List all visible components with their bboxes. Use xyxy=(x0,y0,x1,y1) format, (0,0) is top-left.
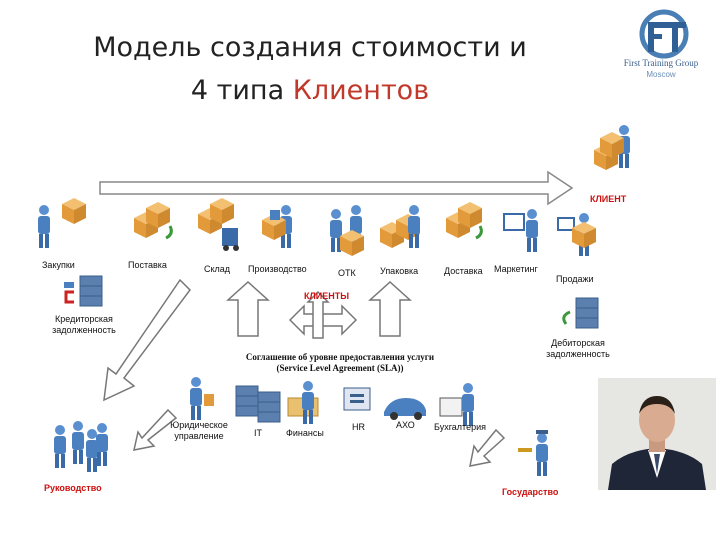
logo-text: First Training Group xyxy=(623,58,699,68)
label-debtor: Дебиторская задолженность xyxy=(546,338,610,359)
label-proizvodstvo: Производство xyxy=(248,264,307,274)
creditor-figure xyxy=(64,275,103,307)
label-government: Государство xyxy=(502,487,559,497)
chain-proizvodstvo xyxy=(262,205,292,248)
support-hr xyxy=(343,387,371,411)
management-figures xyxy=(54,421,108,472)
support-accounting xyxy=(439,383,474,426)
label-accounting: Бухгалтерия xyxy=(434,422,486,432)
label-zakupki: Закупки xyxy=(42,260,75,270)
chain-sklad xyxy=(198,198,239,251)
label-hr: HR xyxy=(352,422,365,432)
label-upakovka: Упаковка xyxy=(380,266,419,276)
label-management: Руководство xyxy=(44,483,102,493)
debtor-figure xyxy=(562,297,599,329)
chain-upakovka xyxy=(380,205,420,248)
ftg-logo xyxy=(639,9,696,59)
slide-title: Модель создания стоимости и 4 типа Клиен… xyxy=(40,26,580,112)
top-flow-arrow xyxy=(99,170,574,206)
support-it xyxy=(235,385,281,423)
label-legal: Юридическое управление xyxy=(170,420,228,441)
label-dostavka: Доставка xyxy=(444,266,483,276)
label-clients-center: КЛИЕНТЫ xyxy=(304,291,350,301)
arrow-to-government xyxy=(469,428,506,467)
label-postavka: Поставка xyxy=(128,260,167,270)
support-finance xyxy=(287,381,319,424)
label-finance: Финансы xyxy=(286,428,324,438)
title-prefix: 4 типа xyxy=(190,75,293,106)
chain-zakupki xyxy=(38,198,86,248)
presenter-photo xyxy=(598,378,716,490)
sla-text: Соглашение об уровне предоставления услу… xyxy=(200,352,480,374)
label-marketing: Маркетинг xyxy=(494,264,538,274)
chain-dostavka xyxy=(446,202,483,240)
arrow-support-to-management xyxy=(133,408,178,451)
label-creditor: Кредиторская задолженность xyxy=(52,314,116,335)
portrait-illustration xyxy=(598,378,716,490)
title-line-2: 4 типа Клиентов xyxy=(40,69,580,112)
title-line-1: Модель создания стоимости и xyxy=(93,32,527,63)
label-it: IT xyxy=(254,428,262,438)
label-otk: ОТК xyxy=(338,268,356,278)
sla-line-2: (Service Level Agreement (SLA)) xyxy=(276,363,404,373)
chain-marketing xyxy=(503,209,538,252)
title-accent: Клиентов xyxy=(292,75,430,106)
arrow-to-management xyxy=(103,278,191,402)
center-arrows xyxy=(226,280,412,339)
label-aho: АХО xyxy=(396,420,415,430)
government-figure xyxy=(518,430,548,476)
support-legal xyxy=(190,377,214,420)
support-aho xyxy=(384,398,426,420)
chain-otk xyxy=(330,205,364,256)
chain-postavka xyxy=(134,202,173,240)
sla-line-1: Соглашение об уровне предоставления услу… xyxy=(245,352,435,362)
sales-figure xyxy=(557,213,596,256)
logo-subtext: Moscow xyxy=(646,70,676,79)
label-client-top: КЛИЕНТ xyxy=(590,194,627,204)
label-sales: Продажи xyxy=(556,274,594,284)
label-sklad: Склад xyxy=(204,264,231,274)
client-figure-top xyxy=(594,125,630,170)
